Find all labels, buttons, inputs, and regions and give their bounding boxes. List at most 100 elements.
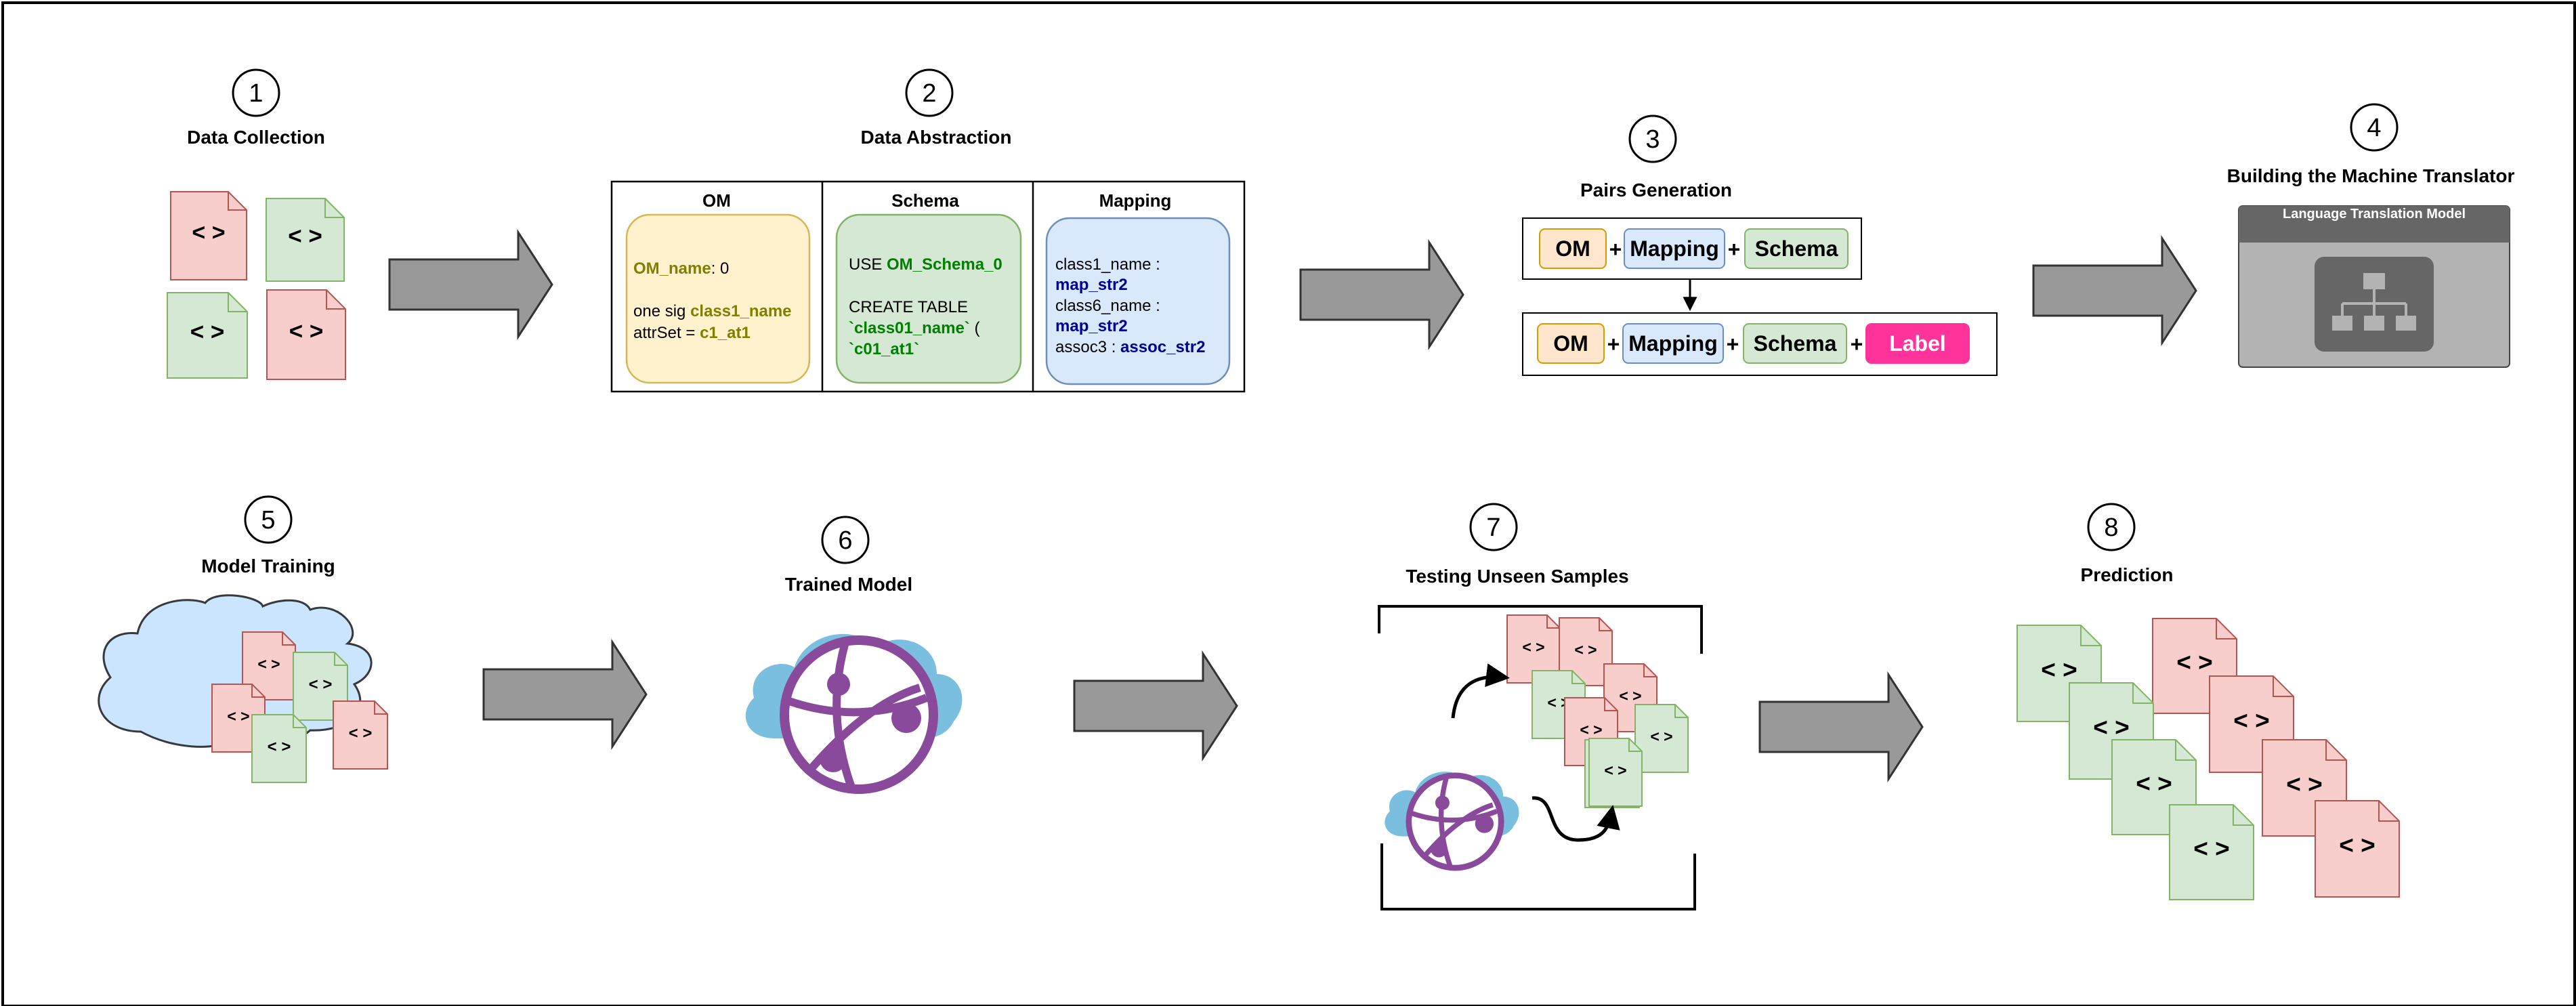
data-abstraction-table: OM OM_name: 0 one sig class1_name attrSe… [610,180,1246,393]
mapping-line-2: map_str2 [1055,276,1128,294]
step-3-circle [1628,114,1677,163]
code-glyph: < > [349,724,373,742]
step-3-title: Pairs Generation [1580,180,1732,201]
step-5-title: Model Training [201,556,335,577]
step-7-label: 7 Testing Unseen Samples [1406,503,1629,587]
code-document-icon: < > [266,198,345,282]
step-3-number: 3 [1645,125,1660,154]
code-glyph: < > [288,223,322,249]
plus-sign: + [1851,332,1863,356]
code-glyph: < > [2339,831,2376,859]
code-glyph: < > [1619,687,1641,705]
step-2-label: 2 Data Abstraction [860,68,1012,148]
step-8-circle [2087,503,2136,551]
right-arrow-icon [1073,650,1238,762]
schema-line-2: CREATE TABLE [849,298,968,316]
mapping-column-header: Mapping [1099,190,1172,211]
step-6-number: 6 [838,526,852,555]
testing-bracket [1378,605,1703,910]
mapping-line-1: class1_name : [1055,255,1160,274]
translator-title-bar [2239,206,2510,243]
code-glyph: < > [1604,761,1626,779]
om-pill [1539,228,1607,269]
prediction-documents: < >< >< >< >< >< >< >< > [2017,618,2400,900]
om-pill [1537,323,1605,364]
code-document-icon: < > [1634,704,1689,773]
schema-line-4: `c01_at1` [849,340,919,358]
step-2-number: 2 [922,79,936,108]
step-8-title: Prediction [2081,564,2174,585]
translator-title: Language Translation Model [2283,207,2466,222]
step-4-number: 4 [2367,114,2381,142]
mapping-pill [1622,323,1724,364]
code-glyph: < > [2093,713,2130,741]
right-arrow-icon [1299,238,1464,351]
hierarchy-icon [2315,257,2434,352]
language-translation-model: Language Translation Model [2238,205,2510,368]
code-glyph: < > [2286,770,2323,798]
code-glyph: < > [1650,728,1672,745]
om-column-header: OM [702,190,731,211]
schema-pill [1743,323,1847,364]
mapping-pill [1624,228,1725,269]
right-arrow-icon [2032,234,2197,347]
mapping-line-4: map_str2 [1055,317,1128,335]
step-5-circle [244,495,293,544]
step-4-label: 4 Building the Machine Translator [2227,103,2515,186]
om-card [625,213,811,384]
step-3-label: 3 Pairs Generation [1580,114,1732,201]
step-1-number: 1 [249,79,263,108]
code-glyph: < > [2176,648,2213,676]
code-glyph: < > [2193,835,2230,862]
network-globe-icon [1406,772,1504,871]
data-collection-documents: < > < > < > < > [167,191,346,380]
code-glyph: < > [309,675,333,694]
code-document-icon: < > [170,191,247,280]
step-8-number: 8 [2104,514,2118,542]
schema-line-3: `class01_name` ( [849,319,979,337]
mapping-pill-label: Mapping [1628,331,1718,356]
step-2-circle [905,68,954,117]
code-glyph: < > [190,318,225,345]
plus-sign: + [1607,332,1620,356]
flow-arrows [388,228,2197,783]
code-document-icon: < > [2315,800,2400,898]
step-7-number: 7 [1486,514,1500,542]
code-glyph: < > [2041,656,2077,684]
trained-model-icon [745,633,963,794]
code-glyph: < > [268,738,291,756]
om-line-2: one sig class1_name [633,302,792,320]
label-pill [1865,323,1970,364]
code-document-icon: < > [242,631,296,700]
code-glyph: < > [192,220,225,246]
step-4-title: Building the Machine Translator [2227,165,2515,186]
plus-sign: + [1727,332,1739,356]
step-6-circle [821,516,870,564]
code-document-icon: < > [167,292,248,379]
code-glyph: < > [2233,707,2270,734]
step-1-title: Data Collection [187,127,325,148]
code-document-icon: < > [251,714,307,783]
step-1-circle [232,68,280,117]
right-arrow-icon [388,228,553,341]
model-training-documents: < > < > < > < > < > [211,631,388,783]
code-glyph: < > [227,707,249,725]
code-document-icon: < > [2169,804,2254,900]
pairs-generation: OM + Mapping + Schema OM + Mapping + Sch… [1522,217,1998,376]
code-document-icon: < > [266,289,346,380]
om-line-1: OM_name: 0 [633,259,729,278]
right-arrow-icon [1758,671,1924,783]
testing-model-icon [1385,772,1519,871]
step-6-label: 6 Trained Model [785,516,912,595]
plus-sign: + [1609,237,1622,261]
label-pill-label: Label [1889,331,1946,356]
code-glyph: < > [289,318,324,345]
schema-pill-label: Schema [1755,236,1838,261]
step-6-title: Trained Model [785,574,912,595]
code-glyph: < > [1522,638,1544,656]
mapping-pill-label: Mapping [1630,236,1719,261]
network-globe-icon [780,635,938,794]
step-4-circle [2350,103,2399,152]
